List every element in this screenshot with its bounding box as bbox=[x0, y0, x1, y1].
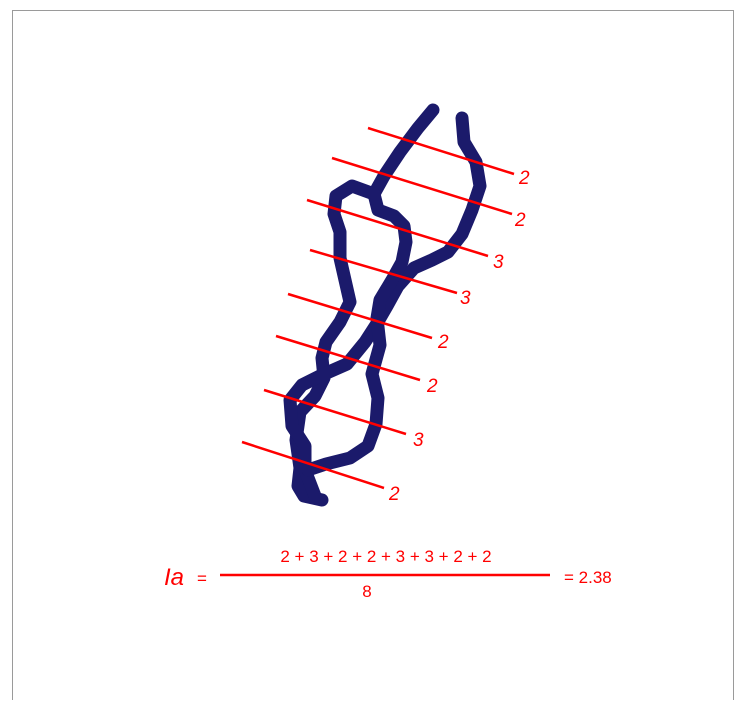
strand-right bbox=[283, 111, 487, 503]
transect-line-7 bbox=[263, 388, 407, 436]
transect-line-3 bbox=[306, 198, 489, 258]
formula-equals: = bbox=[197, 569, 207, 588]
formula-symbol: Ia bbox=[164, 564, 184, 591]
crossing-count-1: 2 bbox=[518, 168, 530, 189]
strand-inner-loop bbox=[301, 187, 413, 477]
transect-lines bbox=[241, 126, 515, 490]
crossing-count-7: 3 bbox=[413, 430, 424, 451]
transect-line-2 bbox=[331, 156, 513, 216]
transect-line-6 bbox=[275, 334, 421, 382]
crossing-count-2: 2 bbox=[514, 210, 526, 231]
crossing-count-3: 3 bbox=[493, 252, 504, 273]
crossing-count-6: 2 bbox=[426, 376, 438, 397]
crossing-count-5: 2 bbox=[437, 332, 449, 353]
transect-line-5 bbox=[287, 292, 433, 340]
strand-left bbox=[289, 103, 440, 507]
formula-denominator: 8 bbox=[362, 582, 371, 601]
crossing-count-8: 2 bbox=[388, 484, 400, 505]
transect-line-1 bbox=[367, 126, 515, 176]
transect-line-8 bbox=[241, 440, 385, 490]
formula: Ia = 2 + 3 + 2 + 2 + 3 + 3 + 2 + 2 8 = 2… bbox=[164, 547, 612, 601]
diagram-frame bbox=[12, 10, 734, 700]
crossing-labels: 2 2 3 3 2 2 3 2 bbox=[388, 168, 530, 505]
formula-result: = 2.38 bbox=[564, 568, 612, 587]
braided-strand bbox=[283, 103, 487, 507]
crossing-count-4: 3 bbox=[460, 288, 471, 309]
transect-line-4 bbox=[309, 248, 458, 295]
formula-numerator: 2 + 3 + 2 + 2 + 3 + 3 + 2 + 2 bbox=[280, 547, 491, 566]
